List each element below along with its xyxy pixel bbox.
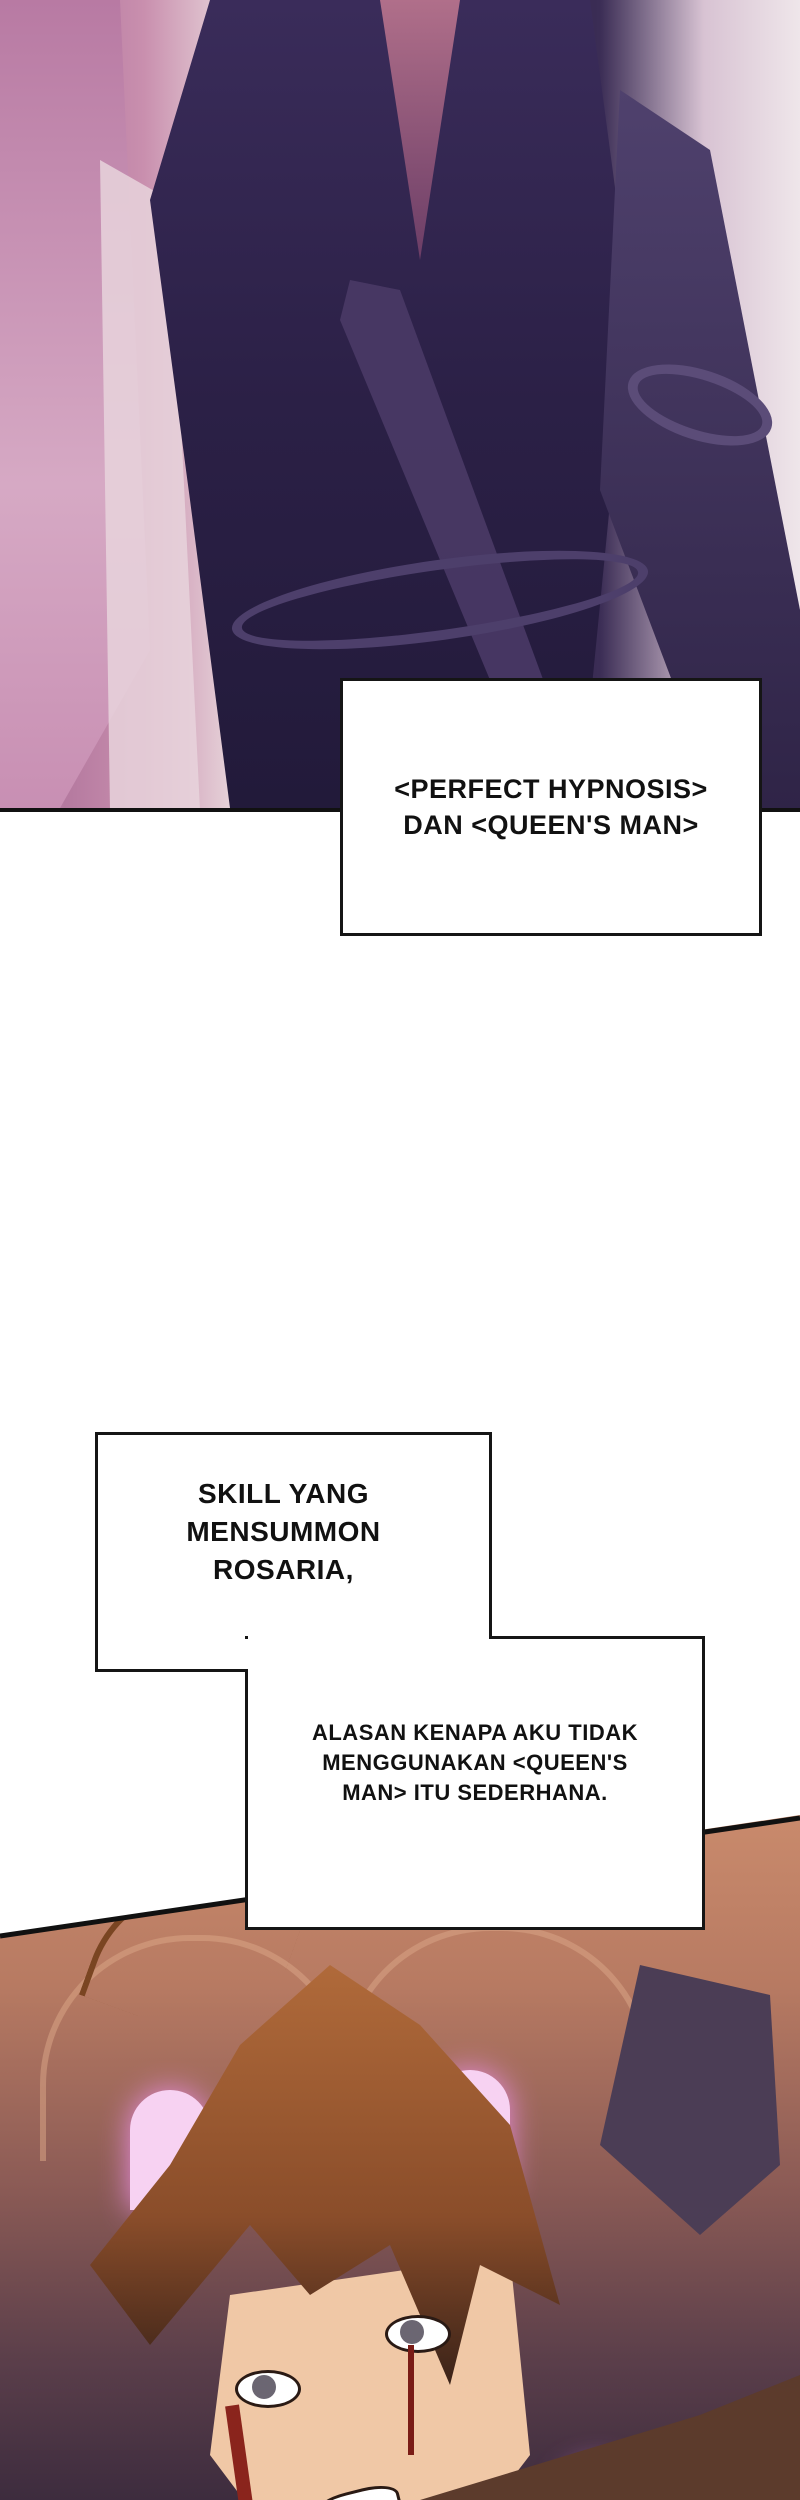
- blood-streak: [408, 2345, 414, 2455]
- pupil: [400, 2320, 424, 2344]
- caption-2-line-2: MENSUMMON: [186, 1516, 381, 1547]
- caption-1-line-1: <PERFECT HYPNOSIS>: [394, 774, 708, 804]
- pupil: [252, 2375, 276, 2399]
- caption-box-3: ALASAN KENAPA AKU TIDAK MENGGUNAKAN <QUE…: [245, 1636, 705, 1930]
- caption-box-1: <PERFECT HYPNOSIS> DAN <QUEEN'S MAN>: [340, 678, 762, 936]
- caption-2-line-3: ROSARIA,: [213, 1554, 354, 1585]
- caption-2-line-1: SKILL YANG: [198, 1478, 369, 1509]
- caption-1-line-2: DAN <QUEEN'S MAN>: [403, 810, 699, 840]
- caption-box-2: SKILL YANG MENSUMMON ROSARIA,: [95, 1432, 492, 1672]
- character-eye-right: [385, 2315, 451, 2353]
- caption-3-line-2: MENGGUNAKAN <QUEEN'S: [322, 1750, 628, 1775]
- caption-3-line-3: MAN> ITU SEDERHANA.: [342, 1780, 608, 1805]
- caption-merge-seam-2: [98, 1639, 248, 1669]
- top-panel-artwork: [0, 0, 800, 812]
- caption-3-line-1: ALASAN KENAPA AKU TIDAK: [311, 1720, 638, 1745]
- caption-merge-seam: [248, 1633, 489, 1675]
